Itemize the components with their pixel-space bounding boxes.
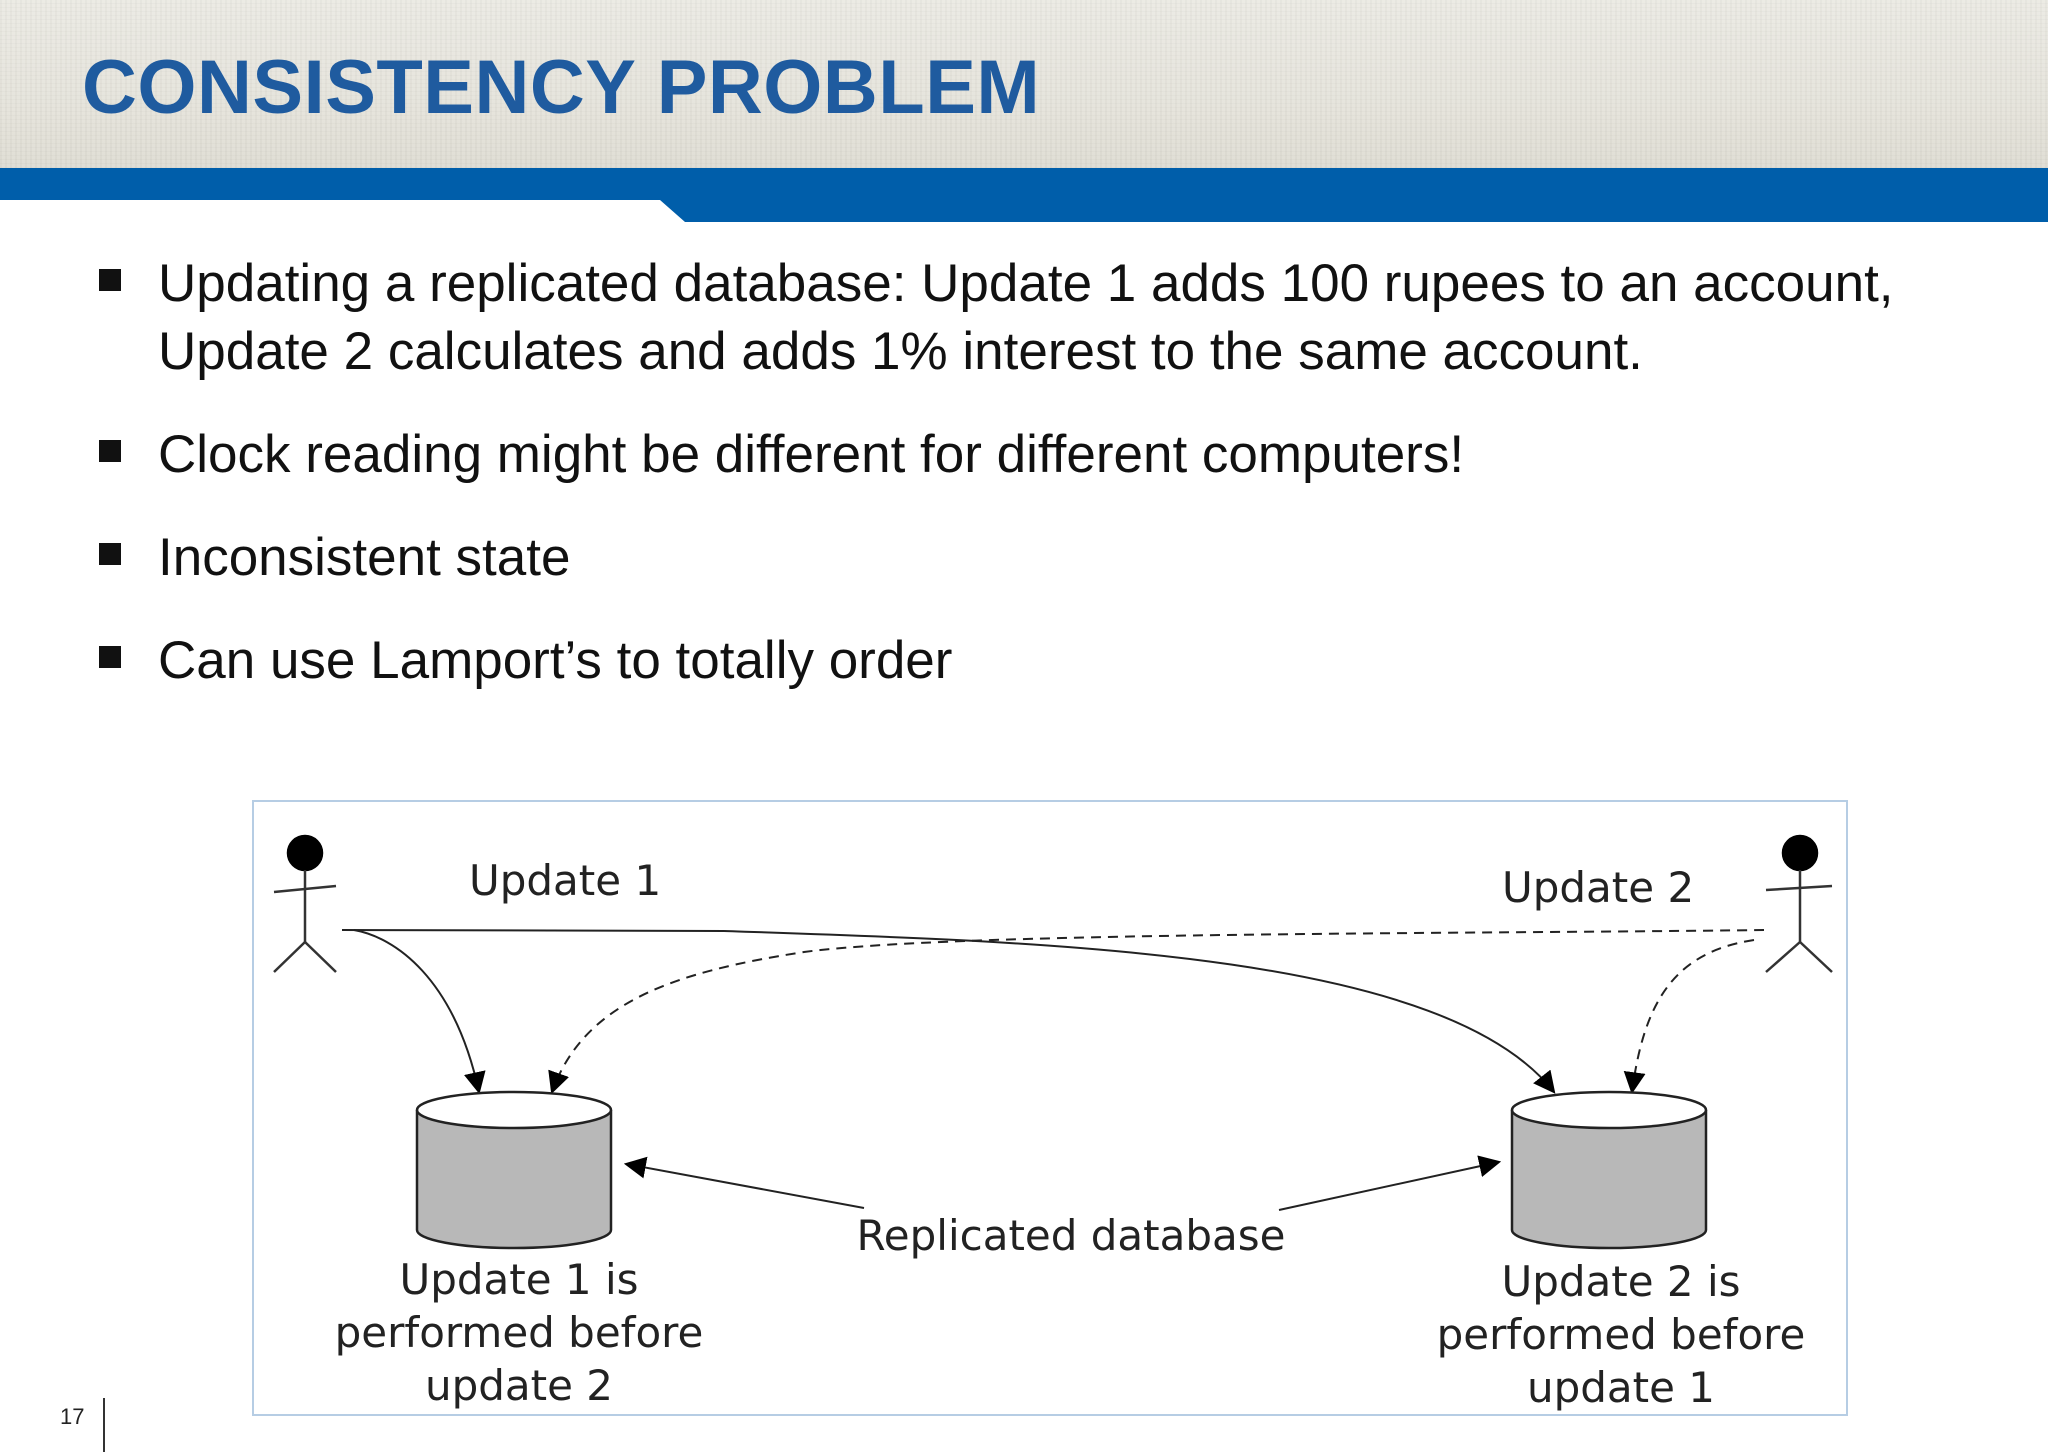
- update-1-label: Update 1: [469, 856, 661, 905]
- bullet-list: Updating a replicated database: Update 1…: [96, 250, 1956, 730]
- replicated-database-label: Replicated database: [856, 1211, 1285, 1260]
- update-1-arrows: [341, 929, 1556, 1095]
- bullet-text: Clock reading might be different for dif…: [158, 425, 1465, 484]
- square-bullet-icon: [99, 543, 121, 565]
- bullet-text: Updating a replicated database: Update 1…: [158, 254, 1894, 381]
- left-caption-line: performed before: [335, 1308, 704, 1357]
- bullet-item: Inconsistent state: [96, 524, 1956, 592]
- right-caption-line: performed before: [1437, 1310, 1806, 1359]
- replicated-arrows: [623, 1155, 1502, 1211]
- update-2-label: Update 2: [1502, 863, 1694, 912]
- left-caption-line: Update 1 is: [399, 1255, 638, 1304]
- right-database-icon: [1510, 1090, 1708, 1250]
- right-caption-line: update 1: [1527, 1363, 1715, 1412]
- diagram-canvas: Update 1 Update 2 Replicated database Up…: [273, 834, 1833, 1412]
- header-background: [0, 0, 2048, 172]
- bullet-item: Clock reading might be different for dif…: [96, 421, 1956, 489]
- square-bullet-icon: [99, 269, 121, 291]
- square-bullet-icon: [99, 440, 121, 462]
- left-caption-line: update 2: [425, 1361, 613, 1410]
- right-caption-line: Update 2 is: [1501, 1257, 1740, 1306]
- header-accent-bar: [0, 168, 2048, 222]
- page-number-divider: [103, 1398, 105, 1452]
- bullet-item: Updating a replicated database: Update 1…: [96, 250, 1956, 386]
- page-number: 17: [60, 1404, 85, 1429]
- user-2-figure-icon: [1765, 834, 1833, 973]
- update-2-arrows: [548, 929, 1765, 1095]
- replicated-database-diagram: Update 1 Update 2 Replicated database Up…: [252, 800, 1848, 1416]
- bullet-item: Can use Lamport’s to totally order: [96, 627, 1956, 695]
- bullet-text: Inconsistent state: [158, 528, 571, 587]
- bullet-text: Can use Lamport’s to totally order: [158, 631, 953, 690]
- slide-title: CONSISTENCY PROBLEM: [82, 45, 1041, 130]
- square-bullet-icon: [99, 646, 121, 668]
- user-1-figure-icon: [273, 834, 337, 973]
- left-database-icon: [415, 1090, 613, 1250]
